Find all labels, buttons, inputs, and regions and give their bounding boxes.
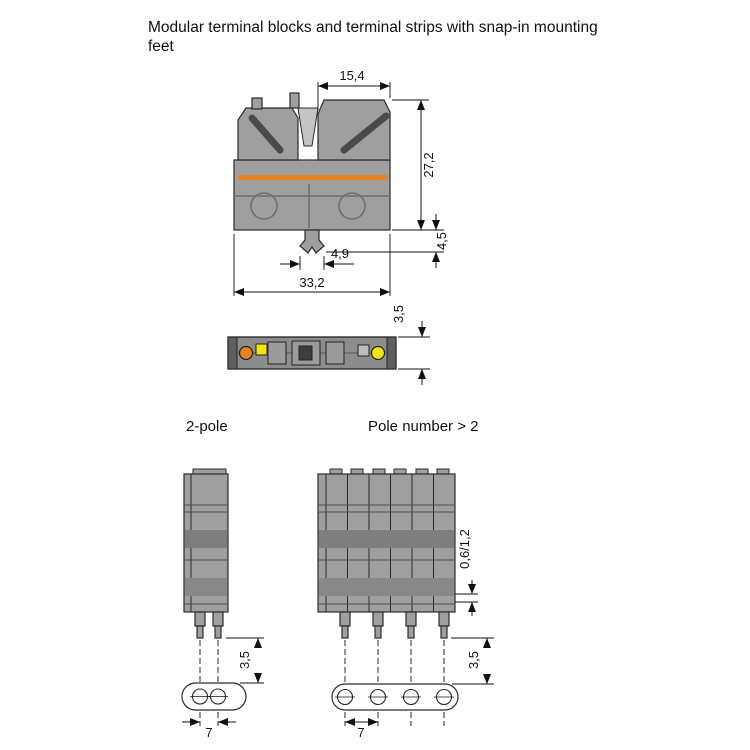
multi-pole-foot-outline: [331, 683, 459, 711]
label-multi-pole: Pole number > 2: [368, 418, 479, 435]
dim-pitch-2pole: 7: [182, 718, 236, 740]
title-line-1: Modular terminal blocks and terminal str…: [148, 19, 598, 36]
snap-pin: [339, 611, 351, 627]
page-title: Modular terminal blocks and terminal str…: [148, 18, 638, 56]
terminal-block-top-view: [227, 336, 397, 370]
snap-in-foot: [299, 229, 325, 254]
push-button-orange: [238, 345, 254, 361]
dim-wall-thickness: 0,6/1,2: [455, 529, 478, 616]
dim-wall-value: 0,6/1,2: [457, 529, 472, 569]
dim-strip-thickness-value: 3,5: [391, 305, 406, 323]
marker-tag-yellow: [255, 343, 268, 356]
snap-pin: [194, 611, 206, 627]
wire-cavity-right: [338, 192, 366, 220]
dim-foot-depth: 4,5: [326, 214, 449, 268]
dim-foot-width: 4,9: [280, 246, 354, 270]
terminal-block-side-view: [233, 92, 391, 254]
multi-pole-front-view: [317, 468, 456, 726]
dim-top-width-value: 15,4: [339, 68, 364, 83]
snap-pin: [212, 611, 224, 627]
test-slot-stripe: [238, 175, 388, 180]
clamp-spring-left: [248, 114, 284, 154]
dim-pin-2pole-value: 3,5: [237, 651, 252, 669]
dim-foot-width-value: 4,9: [331, 246, 349, 261]
wire-funnel: [297, 107, 319, 147]
strip-endcap-right: [386, 336, 397, 370]
dim-strip-thickness: 3,5: [391, 305, 430, 385]
snap-pin: [405, 611, 417, 627]
dim-pitch-multi: 7: [345, 718, 378, 740]
dim-height-value: 27,2: [421, 152, 436, 177]
block-upper-right: [317, 99, 391, 161]
title-line-2: feet: [148, 38, 174, 55]
dim-height: 27,2: [392, 99, 436, 231]
dim-pin-multi-value: 3,5: [466, 651, 481, 669]
two-pole-front-view: [183, 468, 229, 726]
snap-pin: [372, 611, 384, 627]
wire-cavity-left: [250, 192, 278, 220]
clamp-spring-right: [340, 112, 390, 154]
latch-tab-left: [251, 97, 263, 110]
dim-pin-length-multi: 3,5: [451, 637, 494, 685]
two-pole-foot-outline: [181, 682, 247, 711]
snap-pin: [438, 611, 450, 627]
label-two-pole: 2-pole: [186, 418, 228, 435]
dim-top-width: 15,4: [317, 68, 391, 110]
dim-foot-depth-value: 4,5: [434, 232, 449, 250]
dim-pitch-multi-value: 7: [357, 725, 364, 740]
push-button-yellow: [370, 345, 386, 361]
dim-pin-length-2pole: 3,5: [226, 637, 264, 684]
foot-plate: [331, 683, 459, 711]
dim-pitch-2pole-value: 7: [205, 725, 212, 740]
dim-total-width-value: 33,2: [299, 275, 324, 290]
strip-endcap-left: [227, 336, 238, 370]
latch-tab-middle: [289, 92, 300, 109]
dim-total-width: 33,2: [233, 234, 391, 296]
